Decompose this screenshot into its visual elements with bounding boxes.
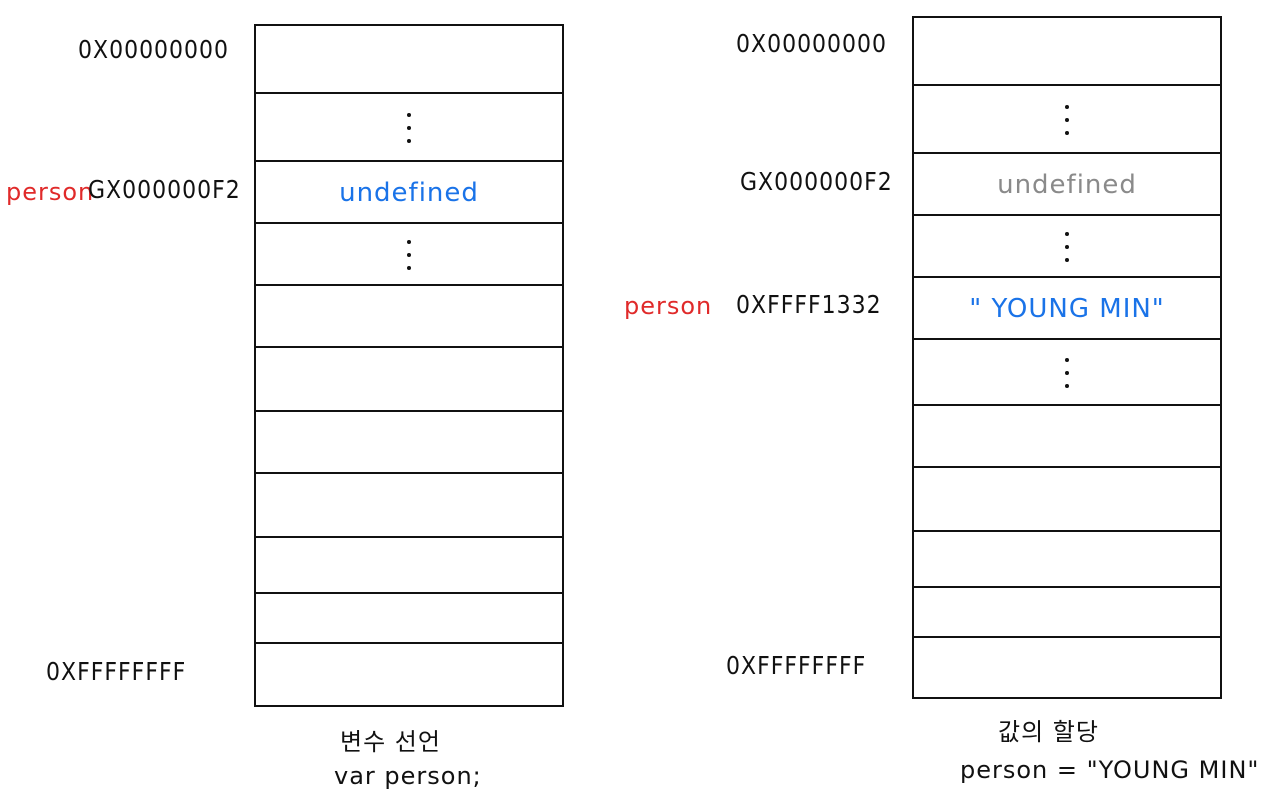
memory-cell xyxy=(914,586,1220,638)
memory-cell xyxy=(256,410,562,474)
memory-cell xyxy=(914,466,1220,532)
ellipsis-icon xyxy=(1065,105,1069,135)
cell-value-string: " YOUNG MIN" xyxy=(969,294,1165,324)
cell-value-undefined: undefined xyxy=(997,170,1137,200)
memory-cell xyxy=(914,214,1220,278)
memory-cell xyxy=(914,404,1220,468)
variable-name: person xyxy=(624,292,713,320)
memory-cell xyxy=(256,346,562,412)
caption-title: 값의 할당 xyxy=(998,718,1099,746)
memory-cell xyxy=(256,592,562,644)
memory-cell-person: undefined xyxy=(256,160,562,224)
memory-cell xyxy=(256,284,562,348)
memory-cell-person: " YOUNG MIN" xyxy=(914,276,1220,340)
address-top: 0X00000000 xyxy=(736,30,888,59)
address-bottom: 0XFFFFFFFF xyxy=(726,652,867,681)
ellipsis-icon xyxy=(407,240,411,270)
ellipsis-icon xyxy=(407,113,411,143)
address-top: 0X00000000 xyxy=(78,36,230,65)
caption-code: var person; xyxy=(334,762,482,790)
memory-cell xyxy=(256,222,562,286)
memory-cell xyxy=(256,642,562,705)
caption-title: 변수 선언 xyxy=(340,728,441,756)
ellipsis-icon xyxy=(1065,358,1069,388)
caption-code: person = "YOUNG MIN" xyxy=(960,756,1260,784)
memory-cell-old: undefined xyxy=(914,152,1220,216)
memory-cell xyxy=(914,84,1220,154)
address-variable: GX000000F2 xyxy=(88,176,241,205)
memory-cell xyxy=(914,530,1220,588)
variable-name: person xyxy=(6,178,95,206)
left-panel: 0X00000000 person GX000000F2 0XFFFFFFFF … xyxy=(6,24,564,790)
memory-cell xyxy=(256,26,562,94)
memory-table: undefined xyxy=(254,24,564,707)
memory-cell xyxy=(256,92,562,162)
memory-cell xyxy=(914,18,1220,86)
memory-cell xyxy=(256,472,562,538)
memory-cell xyxy=(914,338,1220,406)
address-bottom: 0XFFFFFFFF xyxy=(46,658,187,687)
memory-cell xyxy=(256,536,562,594)
address-old: GX000000F2 xyxy=(740,168,893,197)
right-panel: 0X00000000 GX000000F2 person 0XFFFF1332 … xyxy=(624,0,1280,805)
ellipsis-icon xyxy=(1065,232,1069,262)
memory-table: undefined " YOUNG MIN" xyxy=(912,16,1222,699)
memory-cell xyxy=(914,636,1220,697)
address-assigned: 0XFFFF1332 xyxy=(736,291,882,320)
cell-value-undefined: undefined xyxy=(339,178,479,208)
